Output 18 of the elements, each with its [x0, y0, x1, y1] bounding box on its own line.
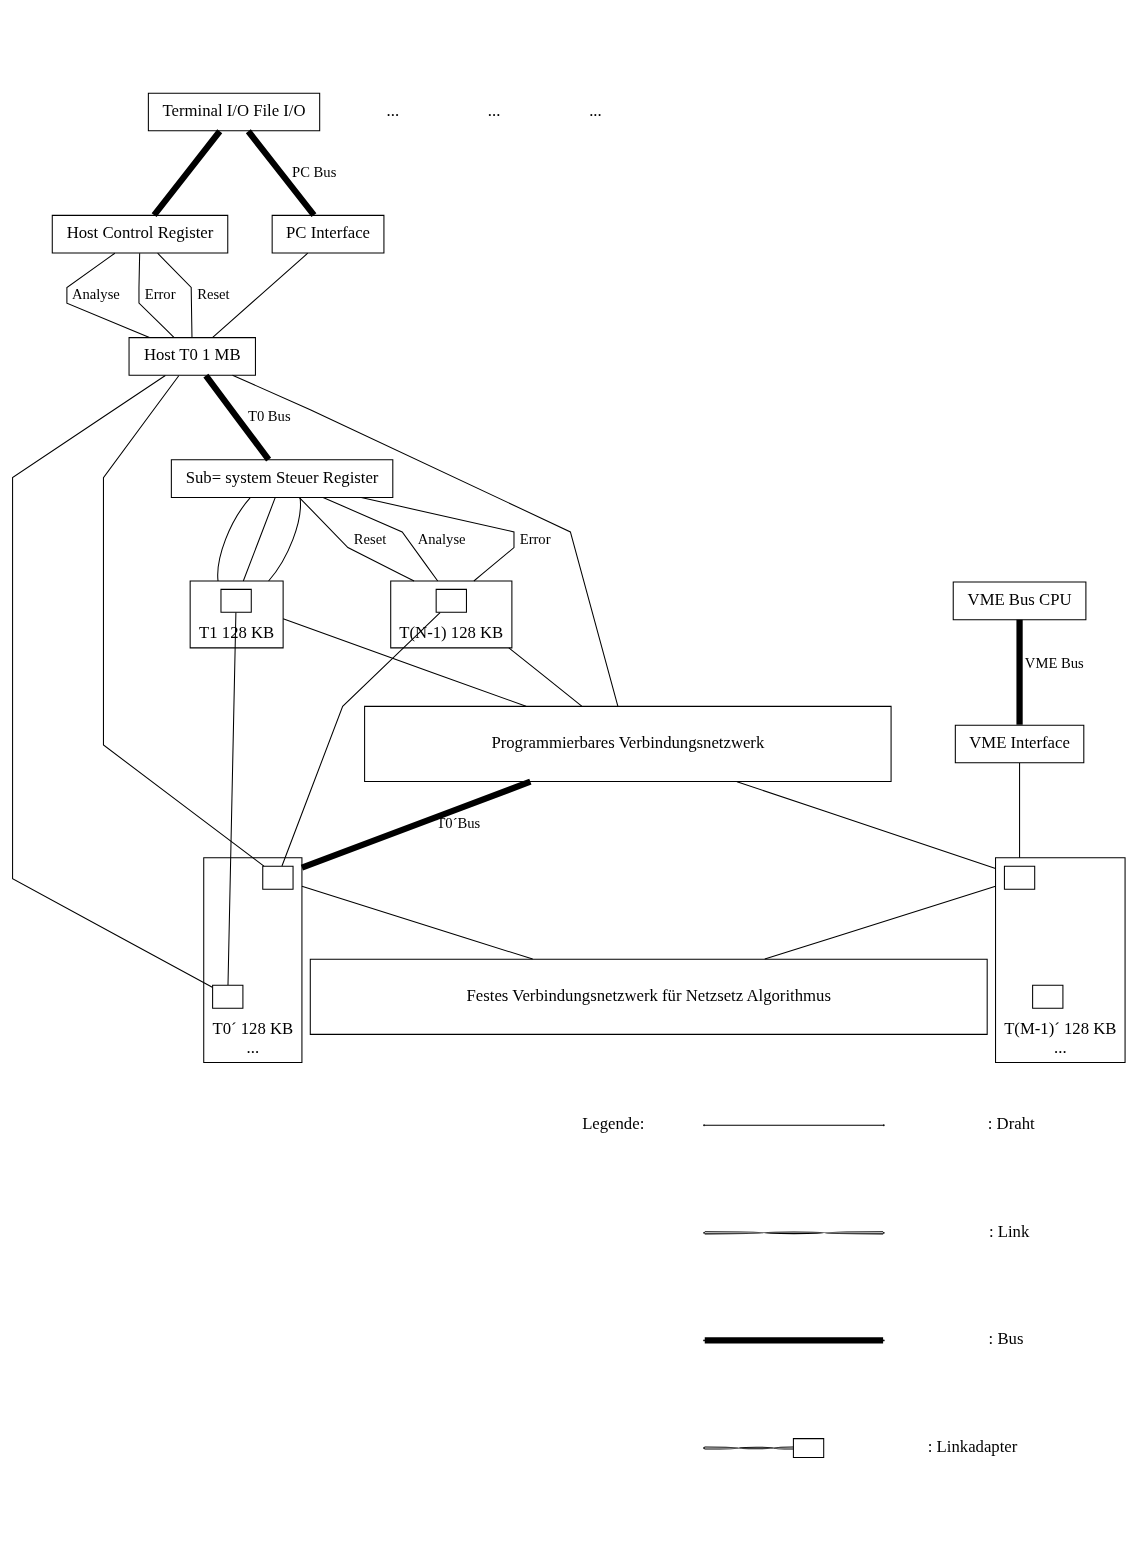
- edge-label: Reset: [197, 285, 230, 302]
- legend-label: : Linkadapter: [927, 1436, 1018, 1456]
- edge-label: Error: [144, 285, 176, 302]
- edge-label: T0 Bus: [247, 407, 291, 424]
- label: Legende:: [582, 1113, 645, 1133]
- edge-label: PC Bus: [292, 163, 337, 180]
- label: ...: [589, 100, 602, 120]
- legend-label: : Draht: [987, 1113, 1035, 1133]
- edge-label: VME Bus: [1024, 654, 1084, 671]
- edge-label: Analyse: [417, 530, 466, 547]
- edge-label: Analyse: [71, 285, 120, 302]
- label: ...: [386, 100, 400, 120]
- edge-label: T0´Bus: [436, 814, 481, 831]
- legend-label: : Bus: [988, 1328, 1024, 1348]
- edge-label: Error: [519, 530, 551, 547]
- legend-label: : Link: [988, 1221, 1030, 1241]
- label: ...: [487, 100, 501, 120]
- edge-label: Reset: [353, 530, 387, 547]
